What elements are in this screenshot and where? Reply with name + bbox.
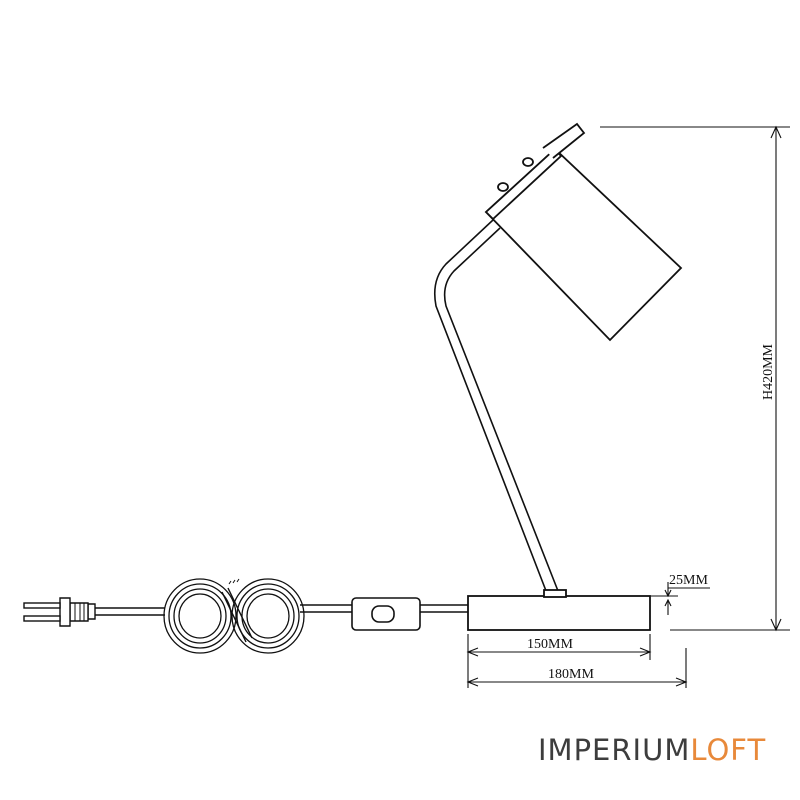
cable-coil xyxy=(163,578,305,654)
lamp-base xyxy=(467,589,651,631)
inline-switch xyxy=(351,597,421,631)
lamp-shade xyxy=(484,122,683,342)
power-plug xyxy=(23,597,96,627)
height-dimension-label: H420MM xyxy=(761,343,776,400)
brand-logo-part2: LOFT xyxy=(690,733,767,767)
power-cord xyxy=(95,604,468,616)
dimension-lines xyxy=(466,125,790,688)
brand-logo: IMPERIUMLOFT xyxy=(538,733,766,767)
base-width-dimension-label: 150MM xyxy=(527,637,573,652)
brand-logo-part1: IMPERIUM xyxy=(538,733,691,767)
overall-width-dimension-label: 180MM xyxy=(548,667,594,682)
base-height-dimension-label: 25MM xyxy=(669,573,708,588)
lamp-arm xyxy=(433,219,561,597)
